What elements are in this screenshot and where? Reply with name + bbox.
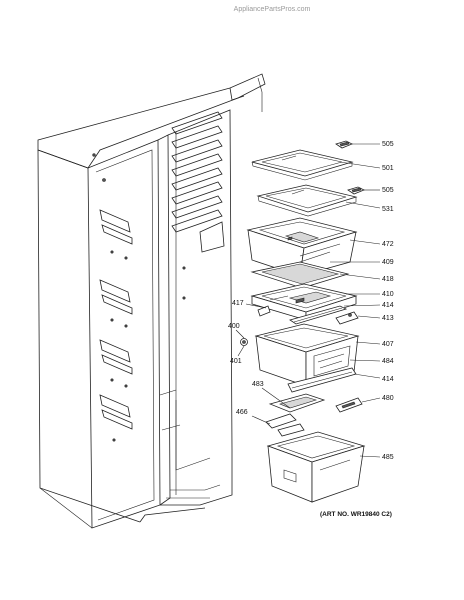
- callout-484: 484: [382, 358, 394, 365]
- callout-413: 413: [382, 315, 394, 322]
- art-number: (ART NO. WR19840 C2): [320, 511, 392, 518]
- part-cover-assembly-410[interactable]: [250, 283, 358, 321]
- callout-505-top: 505: [382, 141, 394, 148]
- part-drawer-485[interactable]: [266, 431, 366, 503]
- callout-414-bottom: 414: [382, 376, 394, 383]
- watermark-text: AppliancePartsPros.com: [234, 6, 311, 13]
- callout-483: 483: [252, 381, 264, 388]
- callout-labels: 505 501 505 531 472 409 418 410 414 413 …: [228, 141, 394, 461]
- callout-401: 401: [230, 358, 242, 365]
- callout-531: 531: [382, 206, 394, 213]
- part-slide-417[interactable]: [257, 305, 271, 317]
- callout-414-top: 414: [382, 302, 394, 309]
- refrigerator-cabinet: [37, 73, 266, 529]
- callout-480: 480: [382, 395, 394, 402]
- leader-lines: [235, 143, 381, 458]
- part-drawer-407[interactable]: [254, 323, 360, 387]
- callout-466: 466: [236, 409, 248, 416]
- shelf-rails: [171, 111, 225, 300]
- part-cover-409[interactable]: [250, 261, 350, 289]
- part-rail-414-top[interactable]: [289, 305, 348, 325]
- part-cover-483[interactable]: [268, 393, 326, 413]
- callout-407: 407: [382, 341, 394, 348]
- part-clip-505-top[interactable]: [335, 140, 353, 149]
- callout-410: 410: [382, 291, 394, 298]
- callout-409: 409: [382, 259, 394, 266]
- part-shelf-frame-501[interactable]: [251, 149, 354, 181]
- part-slide-413[interactable]: [335, 311, 359, 325]
- callout-417: 417: [232, 300, 244, 307]
- callout-505-mid: 505: [382, 187, 394, 194]
- callout-418: 418: [382, 276, 394, 283]
- door-shelf-brackets: [99, 209, 133, 442]
- callout-485: 485: [382, 454, 394, 461]
- callout-400: 400: [228, 323, 240, 330]
- callout-472: 472: [382, 241, 394, 248]
- part-clip-505-mid[interactable]: [347, 186, 365, 195]
- part-rail-414-bottom[interactable]: [287, 367, 357, 393]
- part-knob-400[interactable]: [240, 338, 248, 346]
- part-slide-480[interactable]: [335, 397, 363, 413]
- part-tray-frame-531[interactable]: [256, 184, 358, 217]
- callout-501: 501: [382, 165, 394, 172]
- part-rail-466[interactable]: [265, 413, 305, 437]
